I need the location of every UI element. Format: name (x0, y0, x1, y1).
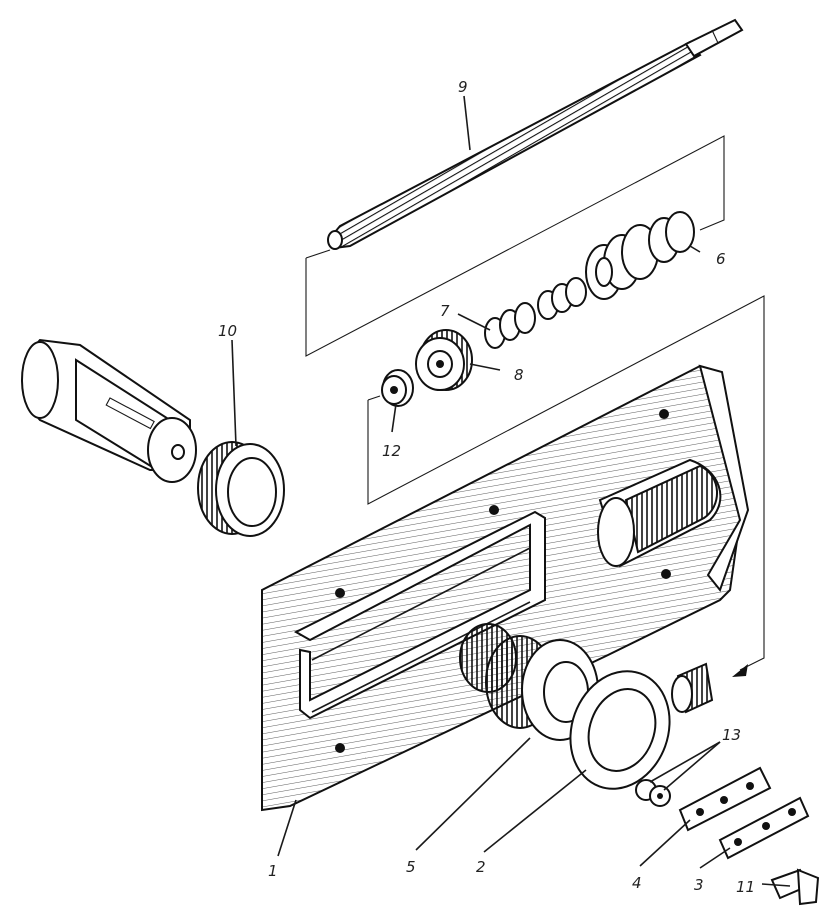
label-8: 8 (514, 366, 524, 384)
label-13: 13 (722, 726, 741, 744)
part-9-threaded-shaft (327, 18, 744, 250)
pin-right (671, 662, 714, 714)
part-2-washer (569, 670, 671, 790)
part-6-spring (585, 211, 695, 300)
part-1-base-plate (261, 364, 750, 812)
label-3: 3 (694, 876, 704, 894)
label-4: 4 (632, 874, 642, 892)
leader-lines (231, 95, 791, 887)
part-labels: 1 2 3 4 5 6 7 8 9 10 11 12 13 (218, 78, 755, 896)
splined-shaft (21, 338, 197, 483)
label-11: 11 (736, 878, 755, 896)
label-1: 1 (268, 862, 278, 880)
label-9: 9 (458, 78, 468, 96)
assembly-bracket-lines (305, 135, 765, 677)
part-8-nut (415, 329, 473, 391)
label-7: 7 (440, 302, 450, 320)
part-13-small-washers (635, 779, 671, 807)
part-10-knurled-ring (197, 441, 285, 537)
part-12-small-nut (381, 369, 414, 407)
label-5: 5 (406, 858, 416, 876)
label-6: 6 (716, 250, 726, 268)
label-10: 10 (218, 322, 237, 340)
label-2: 2 (476, 858, 486, 876)
part-7-small-spring (484, 277, 587, 349)
part-11-bolt (770, 868, 820, 906)
part-4-strip-plate (678, 766, 772, 832)
label-12: 12 (382, 442, 401, 460)
